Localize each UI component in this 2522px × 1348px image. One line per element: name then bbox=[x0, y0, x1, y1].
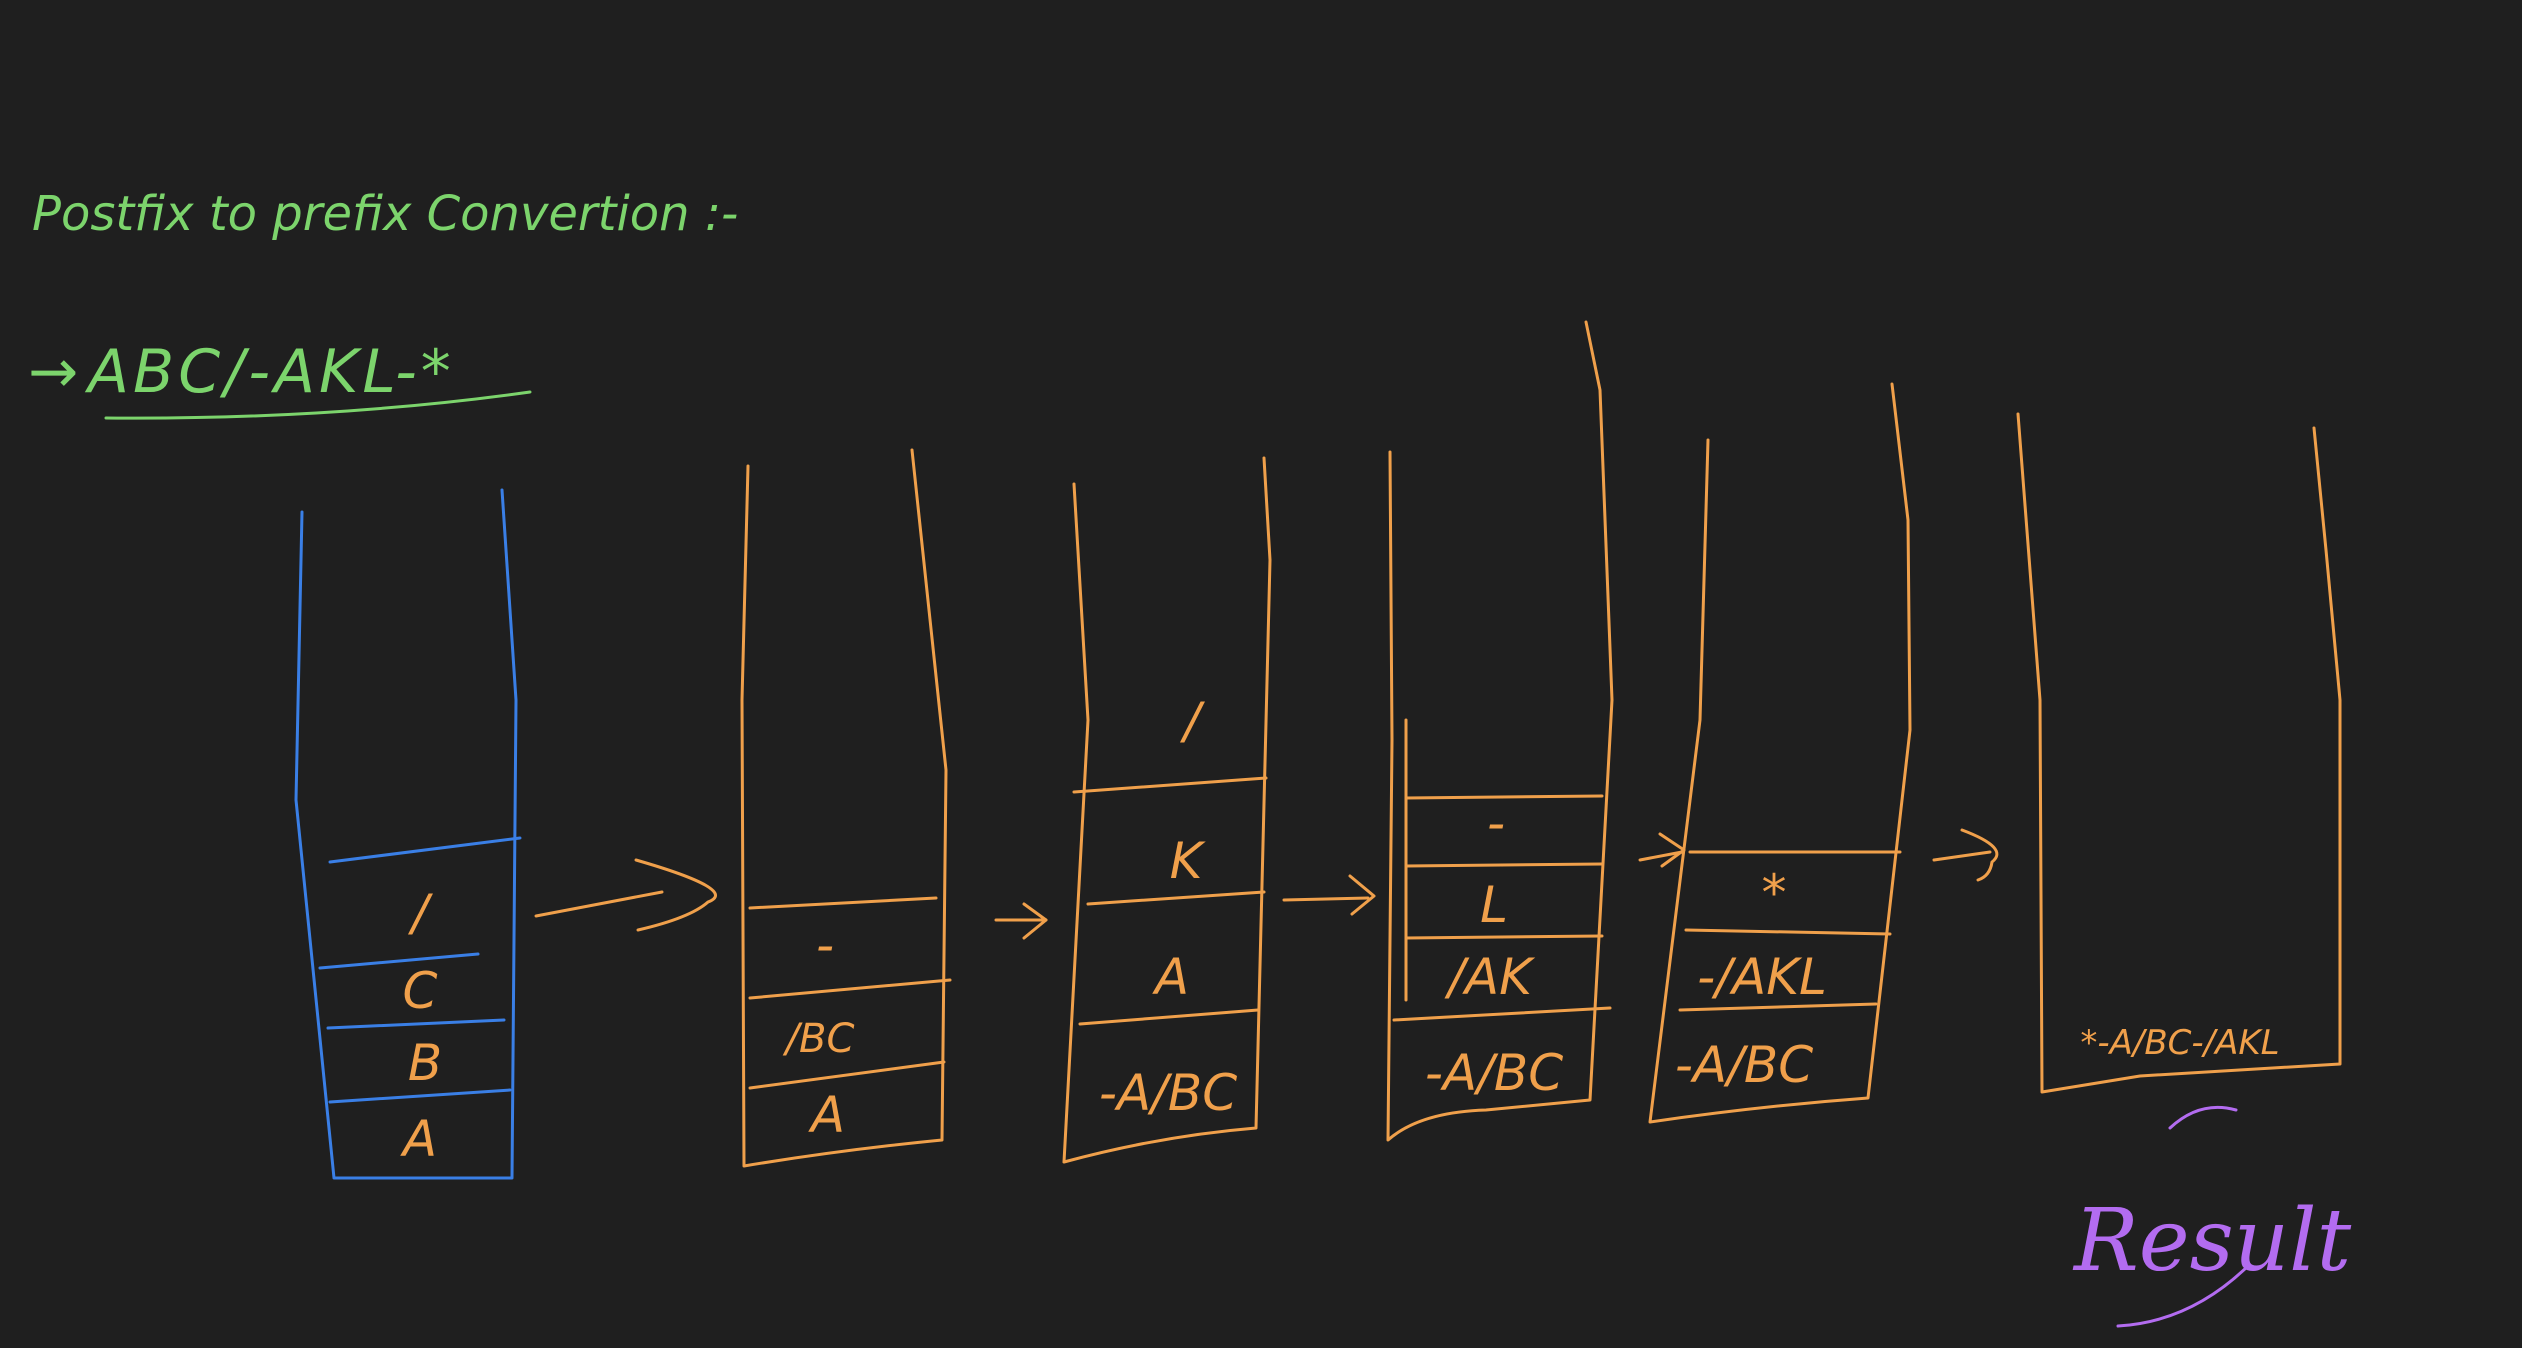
stack-2-divider bbox=[748, 1060, 946, 1090]
stack-4-cell: - bbox=[1487, 794, 1505, 852]
stack-1-divider bbox=[326, 1018, 506, 1030]
result-stack: *-A/BC-/AKL bbox=[2016, 412, 2342, 1094]
stack-5-outline bbox=[1648, 382, 1912, 1124]
stack-2: - /BC A bbox=[740, 448, 952, 1168]
stack-4-cell: L bbox=[1480, 876, 1508, 934]
stack-1-cell: / bbox=[408, 884, 434, 942]
stack-1-divider bbox=[328, 836, 522, 864]
result-stack-outline bbox=[2016, 412, 2342, 1094]
stack-5-cell: * bbox=[1762, 864, 1787, 922]
stack-3-cell: A bbox=[1152, 948, 1189, 1006]
stack-1-cell: B bbox=[408, 1034, 442, 1092]
expression-underline bbox=[104, 390, 532, 420]
result-underline bbox=[2116, 1264, 2250, 1328]
stack-3-cell: / bbox=[1180, 692, 1206, 750]
stack-1-outline bbox=[294, 488, 518, 1180]
arrow-1 bbox=[534, 858, 717, 932]
stack-2-outline bbox=[740, 448, 948, 1168]
stack-3-cell: -A/BC bbox=[1099, 1064, 1237, 1122]
stack-4-cell: -A/BC bbox=[1425, 1044, 1563, 1102]
stack-5-cell: -/AKL bbox=[1697, 948, 1827, 1006]
stack-1-cell: C bbox=[403, 962, 438, 1020]
arrow-2 bbox=[994, 902, 1048, 940]
stack-1-cell: A bbox=[400, 1110, 437, 1168]
stack-3-divider bbox=[1078, 1008, 1260, 1026]
postfix-expression: ABC/-AKL-* bbox=[84, 337, 455, 407]
stack-2-cell: - bbox=[816, 916, 834, 974]
arrow-3 bbox=[1282, 874, 1376, 916]
stack-4-cell: /AK bbox=[1444, 948, 1536, 1006]
diagram-title: Postfix to prefix Convertion :- bbox=[32, 186, 738, 242]
arrow-5 bbox=[1932, 828, 1999, 882]
expression-arrow: → bbox=[28, 337, 82, 407]
result-pointer bbox=[2168, 1105, 2238, 1130]
stack-5-divider bbox=[1684, 928, 1892, 936]
arrow-4 bbox=[1638, 832, 1686, 868]
stack-2-cell: /BC bbox=[783, 1016, 855, 1062]
stack-4-outline bbox=[1386, 320, 1614, 1142]
stack-3-divider bbox=[1086, 890, 1266, 906]
stack-4-divider bbox=[1404, 794, 1604, 800]
stack-5-cell: -A/BC bbox=[1675, 1036, 1813, 1094]
stack-1-divider bbox=[328, 1088, 512, 1104]
stack-5: * -/AKL -A/BC bbox=[1648, 382, 1912, 1124]
result-label: Result bbox=[2072, 1191, 2352, 1291]
stack-4-divider bbox=[1404, 862, 1604, 868]
stack-4-divider bbox=[1392, 1006, 1612, 1022]
stack-1-divider bbox=[318, 952, 480, 970]
stack-5-divider bbox=[1678, 1002, 1878, 1012]
stack-3-divider bbox=[1072, 776, 1268, 794]
stack-3-outline bbox=[1062, 456, 1272, 1164]
result-cell: *-A/BC-/AKL bbox=[2080, 1023, 2279, 1063]
stack-4: - L /AK -A/BC bbox=[1386, 320, 1614, 1142]
stack-3-cell: K bbox=[1170, 832, 1207, 890]
stack-1: / C B A bbox=[294, 488, 522, 1180]
stack-4-divider bbox=[1404, 934, 1604, 940]
stack-2-divider bbox=[748, 896, 938, 910]
stack-3: / K A -A/BC bbox=[1062, 456, 1272, 1164]
stack-2-divider bbox=[748, 978, 952, 1000]
stack-2-cell: A bbox=[808, 1086, 845, 1144]
